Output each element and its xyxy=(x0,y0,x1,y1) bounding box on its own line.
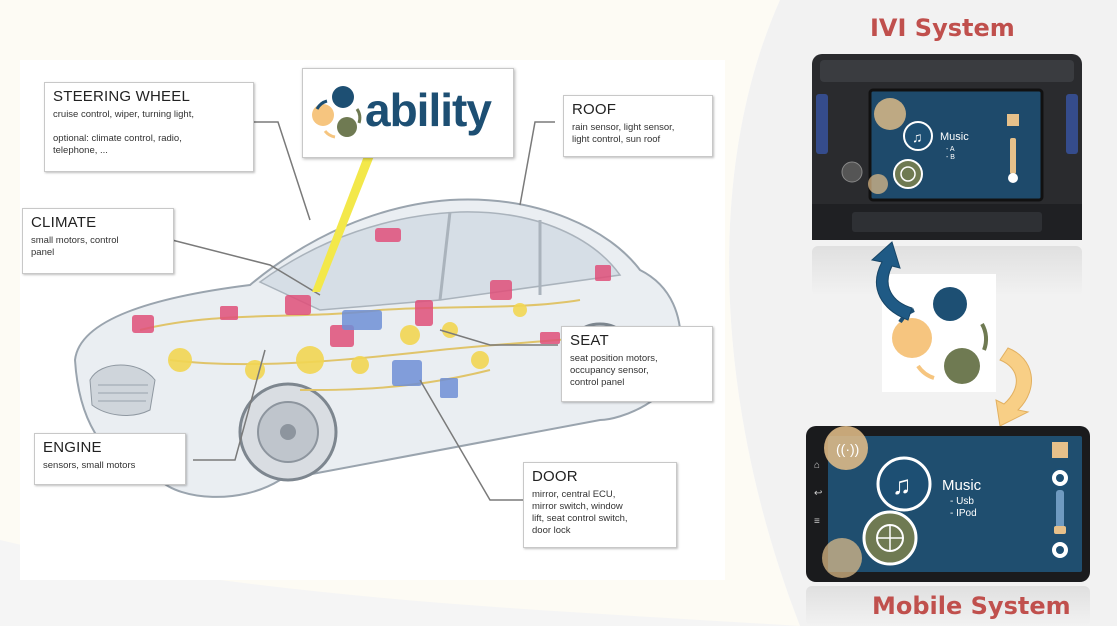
ivi-dashboard-screen: ♫ Music - A - B xyxy=(812,54,1082,240)
mobile-sub-item-1: - Usb xyxy=(950,496,974,507)
ivi-system-title: IVI System xyxy=(870,14,1015,42)
callout-steering-wheel-desc: cruise control, wiper, turning light, op… xyxy=(53,109,194,156)
ivi-music-icon xyxy=(903,121,933,151)
home-icon: ⌂ xyxy=(814,460,820,471)
callout-climate-desc: small motors, control panel xyxy=(31,235,119,258)
ability-logo-box: ability xyxy=(302,68,514,158)
callout-engine: ENGINE sensors, small motors xyxy=(34,433,186,485)
ivi-sub-item-1: - A xyxy=(946,146,955,153)
callout-door: DOOR mirror, central ECU, mirror switch,… xyxy=(523,462,677,548)
mobile-music-label: Music xyxy=(942,477,982,494)
callout-engine-desc: sensors, small motors xyxy=(43,460,136,471)
callout-climate: CLIMATE small motors, control panel xyxy=(22,208,174,274)
menu-icon: ≡ xyxy=(814,516,820,527)
mobile-sub-item-2: - IPod xyxy=(950,508,977,519)
callout-seat-desc: seat position motors, occupancy sensor, … xyxy=(570,353,658,388)
callout-roof-desc: rain sensor, light sensor, light control… xyxy=(572,122,675,145)
callout-seat-title: SEAT xyxy=(570,332,609,349)
ivi-music-label: Music xyxy=(940,131,969,143)
ability-logo-icon xyxy=(312,86,362,139)
mobile-music-icon xyxy=(876,456,932,512)
callout-steering-wheel-title: STEERING WHEEL xyxy=(53,88,190,105)
callout-roof-title: ROOF xyxy=(572,101,617,118)
highlight-beam xyxy=(312,156,374,292)
mobile-system-title: Mobile System xyxy=(872,592,1071,620)
mobile-tablet-screen: ⌂ ↩ ≡ ((·)) ♫ Music - Usb - IPod xyxy=(806,426,1090,582)
callout-seat: SEAT seat position motors, occupancy sen… xyxy=(561,326,713,402)
svg-text:♫: ♫ xyxy=(892,470,912,500)
module-components xyxy=(342,310,458,398)
svg-text:((·)): ((·)) xyxy=(836,441,859,457)
mobile-reflection xyxy=(806,586,1090,626)
car-windows xyxy=(258,211,622,311)
callout-engine-title: ENGINE xyxy=(43,439,102,456)
back-icon: ↩ xyxy=(814,488,822,499)
callout-door-title: DOOR xyxy=(532,468,578,485)
ivi-globe-icon xyxy=(893,159,923,189)
electronic-components xyxy=(132,228,611,347)
callout-roof: ROOF rain sensor, light sensor, light co… xyxy=(563,95,713,157)
sync-arrow-up-icon xyxy=(870,241,913,321)
svg-text:♫: ♫ xyxy=(912,129,923,145)
callout-climate-title: CLIMATE xyxy=(31,214,97,231)
callout-door-desc: mirror, central ECU, mirror switch, wind… xyxy=(532,489,628,536)
callout-leader-lines xyxy=(171,121,558,501)
motor-components xyxy=(168,303,527,380)
ivi-sub-item-2: - B xyxy=(946,154,955,161)
sync-graphic xyxy=(870,241,1032,427)
sync-arrow-down-icon xyxy=(995,347,1032,427)
ability-logo-text: ability xyxy=(365,84,492,136)
callout-steering-wheel: STEERING WHEEL cruise control, wiper, tu… xyxy=(44,82,254,172)
